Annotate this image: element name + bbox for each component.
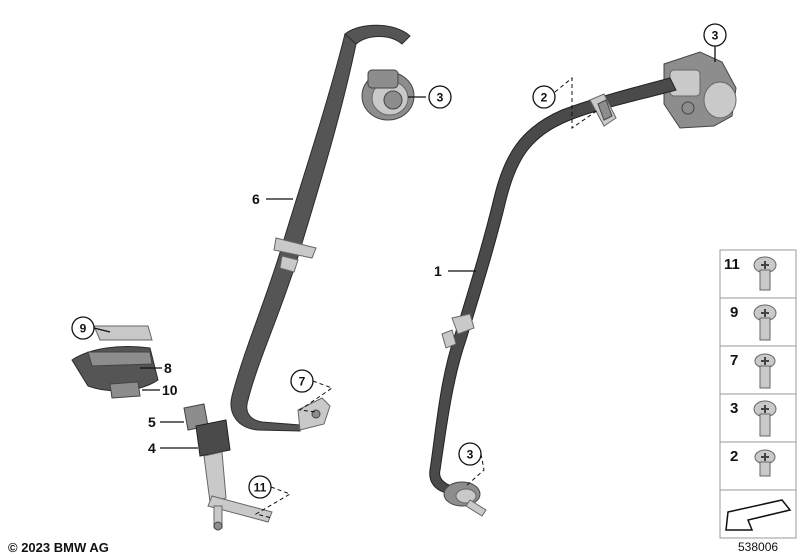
panel-cell-3: [719, 393, 797, 443]
torx-bolt-icon: [753, 400, 777, 437]
panel-cell-9: [719, 297, 797, 347]
label-10: 10: [162, 382, 178, 398]
torx-bolt-icon: [753, 304, 777, 341]
panel-number-11: 11: [724, 256, 740, 273]
label-7: 7: [299, 375, 306, 389]
torx-bolt-icon: [753, 256, 777, 291]
belt-guide-slider: [273, 237, 317, 273]
panel-cell-11: [719, 249, 797, 299]
label-8: 8: [164, 360, 172, 376]
label-1: 1: [434, 263, 442, 279]
buckle-cover-8: [71, 325, 159, 392]
panel-cell-2: [719, 441, 797, 491]
guide-loop-2: [589, 93, 617, 127]
diagram-id: 538006: [738, 540, 779, 554]
copyright-text: © 2023 BMW AG: [8, 540, 109, 555]
callout-2: [532, 85, 556, 109]
label-5: 5: [148, 414, 156, 430]
panel-number-9: 9: [730, 304, 738, 321]
label-3b: 3: [712, 29, 719, 43]
callout-3-upper-left: [428, 85, 452, 109]
belt-assembly-6: [230, 24, 415, 432]
panel-cell-7: [719, 345, 797, 395]
label-2: 2: [541, 91, 548, 105]
callout-3-upper-right: [703, 23, 727, 47]
parts-panel: 11 9 7 3 2: [719, 249, 797, 539]
retractor-3-upper-left: [361, 69, 415, 121]
torx-bolt-icon: [754, 449, 776, 477]
bracket-10: [109, 381, 141, 399]
belt-tongue-1: [441, 313, 475, 349]
buckle-4: [195, 419, 273, 531]
arrow-icon: [725, 499, 792, 531]
panel-number-2: 2: [730, 448, 738, 465]
torx-bolt-icon: [754, 353, 776, 389]
label-3a: 3: [437, 91, 444, 105]
panel-number-7: 7: [730, 352, 738, 369]
label-4: 4: [148, 440, 156, 456]
label-6: 6: [252, 191, 260, 207]
retractor-3-upper-right: [663, 51, 737, 129]
panel-number-3: 3: [730, 400, 738, 417]
lower-anchor-1: [443, 481, 487, 517]
label-9: 9: [80, 322, 87, 336]
lower-anchor-6: [297, 397, 331, 431]
label-3c: 3: [467, 448, 474, 462]
label-11: 11: [254, 481, 267, 495]
belt-assembly-1: [429, 51, 737, 517]
